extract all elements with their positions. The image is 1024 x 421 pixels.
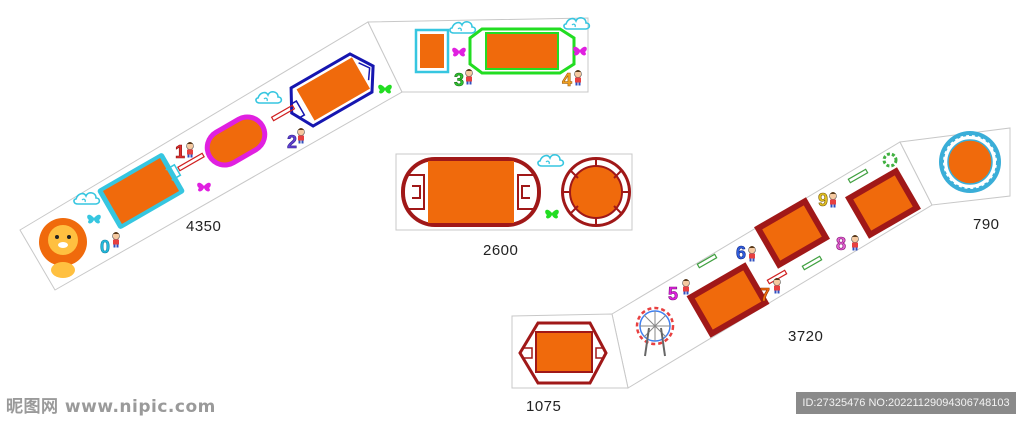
photo-frame-cyan (97, 153, 185, 229)
panel-2600 (395, 153, 633, 231)
photo-frame-teal-round (939, 131, 1001, 193)
photo-frame-red-hex (518, 321, 608, 385)
dimension-label-2600: 2600 (483, 242, 519, 259)
number-0: 0 (100, 237, 110, 257)
photo-frame-red-2 (754, 197, 830, 269)
connector-bar (177, 152, 205, 172)
number-1: 1 (175, 142, 185, 162)
number-6: 6 (736, 243, 746, 263)
panel-1075 (511, 313, 629, 389)
photo-frame-red-3 (845, 167, 921, 239)
photo-frame-blue (289, 52, 375, 128)
number-4: 4 (562, 70, 572, 90)
flower-ring-icon (882, 152, 898, 168)
photo-frame-red-round (561, 157, 631, 227)
panel-4350: 0 1 2 (19, 21, 403, 291)
dimension-label-4350: 4350 (186, 218, 222, 235)
photo-frame-red-1 (686, 262, 770, 338)
connector-bar (801, 255, 823, 271)
photo-frame-red-oval (401, 157, 541, 227)
number-7: 7 (760, 285, 770, 305)
photo-frame-cyan-small (414, 28, 450, 74)
number-2: 2 (287, 132, 297, 152)
number-8: 8 (836, 234, 846, 254)
number-3: 3 (454, 70, 464, 90)
connector-bar (696, 253, 718, 269)
panel-790 (899, 127, 1011, 206)
connector-bar (270, 104, 296, 122)
site-watermark: 昵图网 www.nipic.com (6, 397, 216, 417)
dimension-label-1075: 1075 (526, 398, 562, 415)
panel-4350-top: 3 4 (367, 16, 591, 93)
panel-3720: 5 6 7 8 9 (611, 141, 933, 389)
ferris-wheel-icon (635, 306, 675, 357)
photo-frame-green (468, 27, 576, 75)
lion-mascot (39, 218, 87, 278)
connector-bar (847, 168, 869, 184)
number-9: 9 (818, 190, 828, 210)
photo-frame-magenta (204, 114, 268, 168)
dimension-label-790: 790 (973, 216, 1000, 233)
id-watermark: ID:27325476 NO:20221129094306748103 (796, 392, 1016, 414)
dimension-label-3720: 3720 (788, 328, 824, 345)
number-5: 5 (668, 284, 678, 304)
